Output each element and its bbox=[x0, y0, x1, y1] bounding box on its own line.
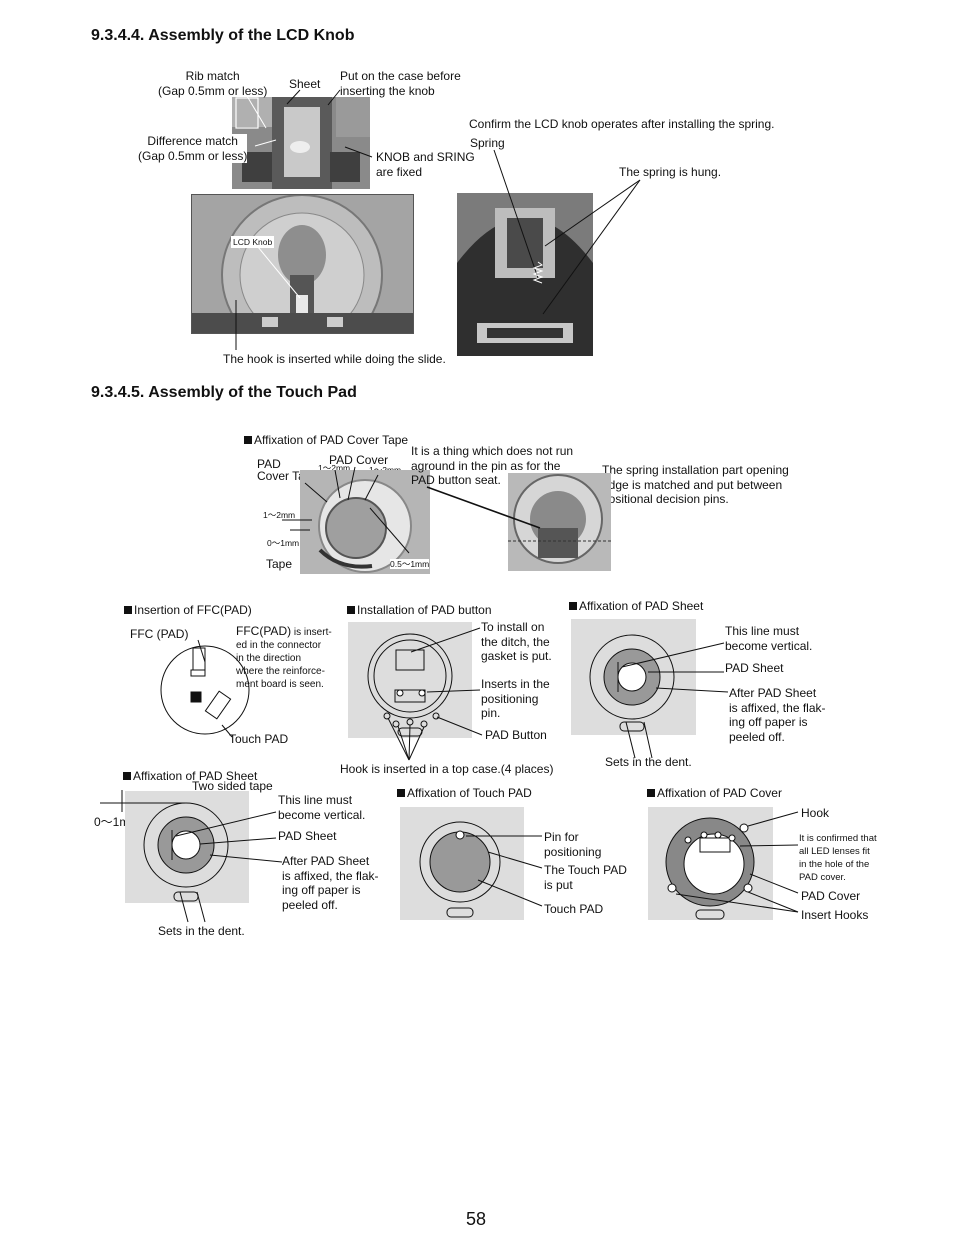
label-rib-match: Rib match (Gap 0.5mm or less) bbox=[158, 69, 268, 98]
label-confirm-lcd: Confirm the LCD knob operates after inst… bbox=[469, 117, 775, 131]
label-pin-positioning: Pin for positioning bbox=[544, 830, 602, 859]
square-bullet-icon bbox=[124, 606, 132, 614]
knob-top-photo bbox=[232, 97, 370, 189]
heading-affixation-pad-sheet: Affixation of PAD Sheet bbox=[569, 599, 703, 614]
label-tape: Tape bbox=[266, 557, 293, 571]
heading-insertion-ffc: Insertion of FFC(PAD) bbox=[124, 603, 252, 618]
spring-photo bbox=[457, 193, 593, 356]
label-two-sided-tape: Two sided tape bbox=[192, 779, 273, 793]
label-sets-dent-2: Sets in the dent. bbox=[158, 924, 245, 938]
pad-sheet-panel bbox=[571, 619, 696, 735]
label-after-pad-sheet: After PAD Sheet is affixed, the flak- in… bbox=[729, 686, 826, 744]
label-put-on-case: Put on the case before inserting the kno… bbox=[340, 69, 461, 98]
label-line-vertical-2: This line must become vertical. bbox=[278, 793, 366, 822]
pad-button-seat-photo bbox=[508, 473, 611, 571]
label-ditch-gasket: To install on the ditch, the gasket is p… bbox=[481, 620, 552, 663]
square-bullet-icon bbox=[347, 606, 355, 614]
touch-pad-panel bbox=[400, 807, 524, 920]
pad-button-panel bbox=[348, 622, 472, 738]
page-number: 58 bbox=[466, 1209, 487, 1229]
label-knob-spring: KNOB and SRING are fixed bbox=[376, 150, 475, 179]
label-lcd-knob: LCD Knob bbox=[231, 236, 275, 248]
label-dim-1-2mm-a: 1～2mm bbox=[318, 463, 351, 473]
label-dim-1-2mm-c: 1～2mm bbox=[263, 510, 296, 520]
label-hook: Hook bbox=[801, 806, 830, 820]
label-dim-05-1mm: 0.5～1mm bbox=[390, 559, 430, 569]
square-bullet-icon bbox=[397, 789, 405, 797]
label-pad-button: PAD Button bbox=[485, 728, 547, 742]
square-bullet-icon bbox=[647, 789, 655, 797]
label-touch-pad-put: The Touch PAD is put bbox=[544, 863, 627, 892]
heading-pad-cover-tape: Affixation of PAD Cover Tape bbox=[244, 433, 408, 448]
label-difference-match: Difference match (Gap 0.5mm or less) bbox=[138, 134, 248, 163]
label-touch-pad-ffc: Touch PAD bbox=[229, 732, 289, 746]
label-pad-cover-2: PAD Cover bbox=[801, 889, 861, 903]
label-led-confirm: It is confirmed that all LED lenses fit … bbox=[799, 833, 877, 883]
label-spring: Spring bbox=[470, 136, 505, 150]
label-hook-slide: The hook is inserted while doing the sli… bbox=[223, 352, 446, 366]
square-bullet-icon bbox=[569, 602, 577, 610]
label-touch-pad-2: Touch PAD bbox=[544, 902, 604, 916]
label-ffc-note: FFC(PAD) is insert- ed in the connector … bbox=[236, 624, 332, 690]
pad-cover-panel bbox=[648, 807, 773, 920]
label-sheet: Sheet bbox=[289, 77, 321, 91]
lcd-knob-photo bbox=[191, 194, 414, 334]
label-pad-cover: PAD Cover bbox=[329, 453, 389, 467]
square-bullet-icon bbox=[244, 436, 252, 444]
label-spring-opening: The spring installation part opening edg… bbox=[602, 463, 789, 506]
heading-affixation-pad-sheet-2: Affixation of PAD Sheet bbox=[123, 769, 257, 784]
heading-affixation-touch-pad: Affixation of Touch PAD bbox=[397, 786, 532, 801]
label-line-vertical: This line must become vertical. bbox=[725, 624, 813, 653]
label-spring-hung: The spring is hung. bbox=[619, 165, 722, 179]
label-not-run-aground: It is a thing which does not run aground… bbox=[411, 444, 574, 487]
section-title-lcd-knob: 9.3.4.4. Assembly of the LCD Knob bbox=[91, 27, 355, 44]
heading-affixation-pad-cover: Affixation of PAD Cover bbox=[647, 786, 782, 801]
pad-sheet-2-panel bbox=[125, 791, 249, 903]
section-title-touch-pad: 9.3.4.5. Assembly of the Touch Pad bbox=[91, 384, 357, 401]
label-inserts-pin: Inserts in the positioning pin. bbox=[481, 677, 550, 720]
label-pad-sheet: PAD Sheet bbox=[725, 661, 784, 675]
square-bullet-icon bbox=[123, 772, 131, 780]
label-sets-dent: Sets in the dent. bbox=[605, 755, 692, 769]
label-hook-top-case: Hook is inserted in a top case.(4 places… bbox=[340, 762, 554, 776]
label-pad-sheet-2: PAD Sheet bbox=[278, 829, 337, 843]
label-dim-0-1mm: 0～1mm bbox=[267, 538, 300, 548]
label-ffc-pad: FFC (PAD) bbox=[130, 627, 189, 641]
label-after-pad-sheet-2: After PAD Sheet is affixed, the flak- in… bbox=[282, 854, 379, 912]
label-insert-hooks: Insert Hooks bbox=[801, 908, 869, 922]
heading-installation-pad-button: Installation of PAD button bbox=[347, 603, 492, 618]
